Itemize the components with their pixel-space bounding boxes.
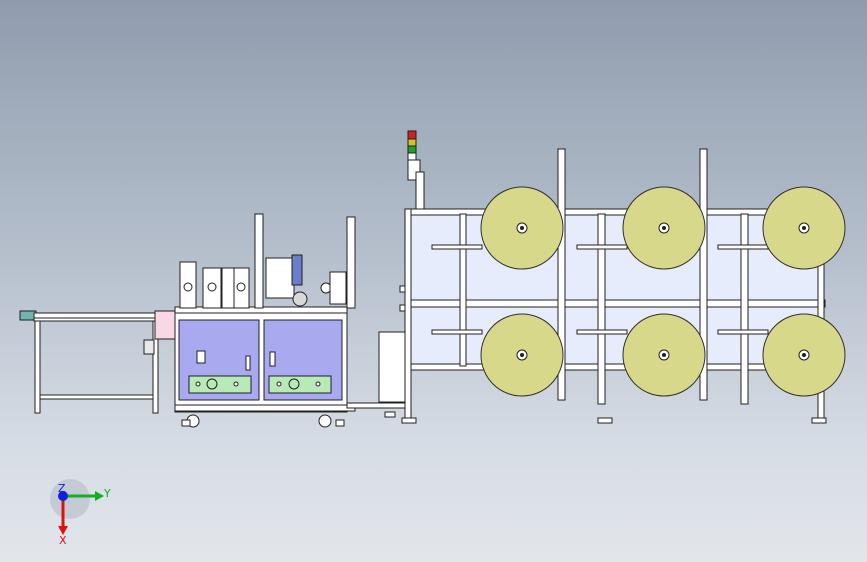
outfeed-conveyor	[19, 310, 176, 414]
welding-head-3	[221, 267, 235, 309]
control-panel-left	[188, 375, 252, 394]
reel-shaft-5	[662, 353, 666, 357]
unwind-rack	[401, 148, 827, 424]
x-axis-label: X	[59, 534, 67, 547]
triad-plane	[50, 479, 90, 519]
blue-cover	[291, 254, 303, 286]
z-axis-marker	[58, 491, 68, 501]
reel-shaft-6	[802, 353, 806, 357]
material-reels	[480, 186, 846, 397]
reel-shaft-2	[662, 226, 666, 230]
conveyor-switch-box	[143, 339, 155, 355]
x-axis-arrowhead	[58, 526, 68, 535]
y-axis-arrowhead	[95, 491, 104, 501]
pink-guard	[154, 310, 176, 340]
electrical-cabinet	[378, 331, 410, 403]
welding-head-1	[179, 261, 197, 309]
signal-light-yellow	[407, 138, 417, 147]
reel-shaft-4	[520, 353, 524, 357]
signal-light-green	[407, 145, 417, 154]
forming-machine	[174, 213, 356, 428]
signal-tower	[407, 130, 425, 211]
y-axis-label: Y	[103, 487, 111, 500]
rack-plate	[407, 213, 821, 367]
coordinate-triad[interactable]: Y X Z	[50, 479, 111, 547]
z-axis-label: Z	[58, 482, 66, 495]
transfer-section	[346, 285, 413, 418]
welding-head-2	[202, 267, 222, 309]
signal-light-red	[407, 130, 417, 140]
reel-shaft-3	[802, 226, 806, 230]
welding-head-4	[233, 267, 250, 309]
control-panel-right	[268, 375, 332, 394]
reel-shaft-1	[520, 226, 524, 230]
